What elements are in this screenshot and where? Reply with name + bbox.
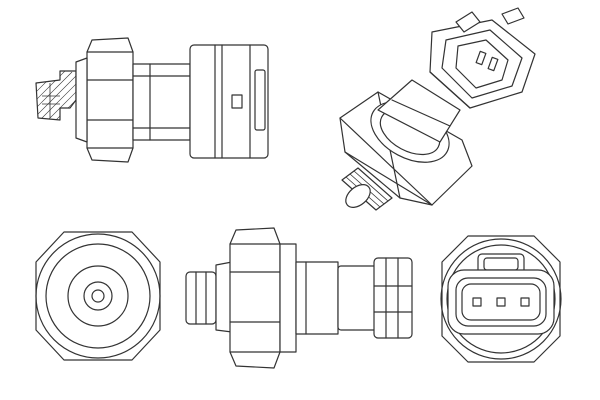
section-hatch (35, 70, 77, 121)
connector-face-view (440, 235, 562, 363)
connector-housing (189, 44, 269, 159)
thread-stub (341, 167, 393, 211)
elev-connector (337, 257, 413, 339)
neck (132, 63, 191, 141)
side-elevation-view (185, 227, 413, 369)
connector-pins (472, 297, 530, 307)
isometric-view (339, 7, 536, 211)
hex-body (75, 37, 134, 163)
iso-body (377, 79, 461, 143)
front-thread-view (35, 231, 161, 361)
iso-connector (429, 7, 536, 109)
elev-hex (229, 227, 281, 369)
elev-thread (185, 271, 217, 325)
side-section-view (35, 37, 269, 163)
